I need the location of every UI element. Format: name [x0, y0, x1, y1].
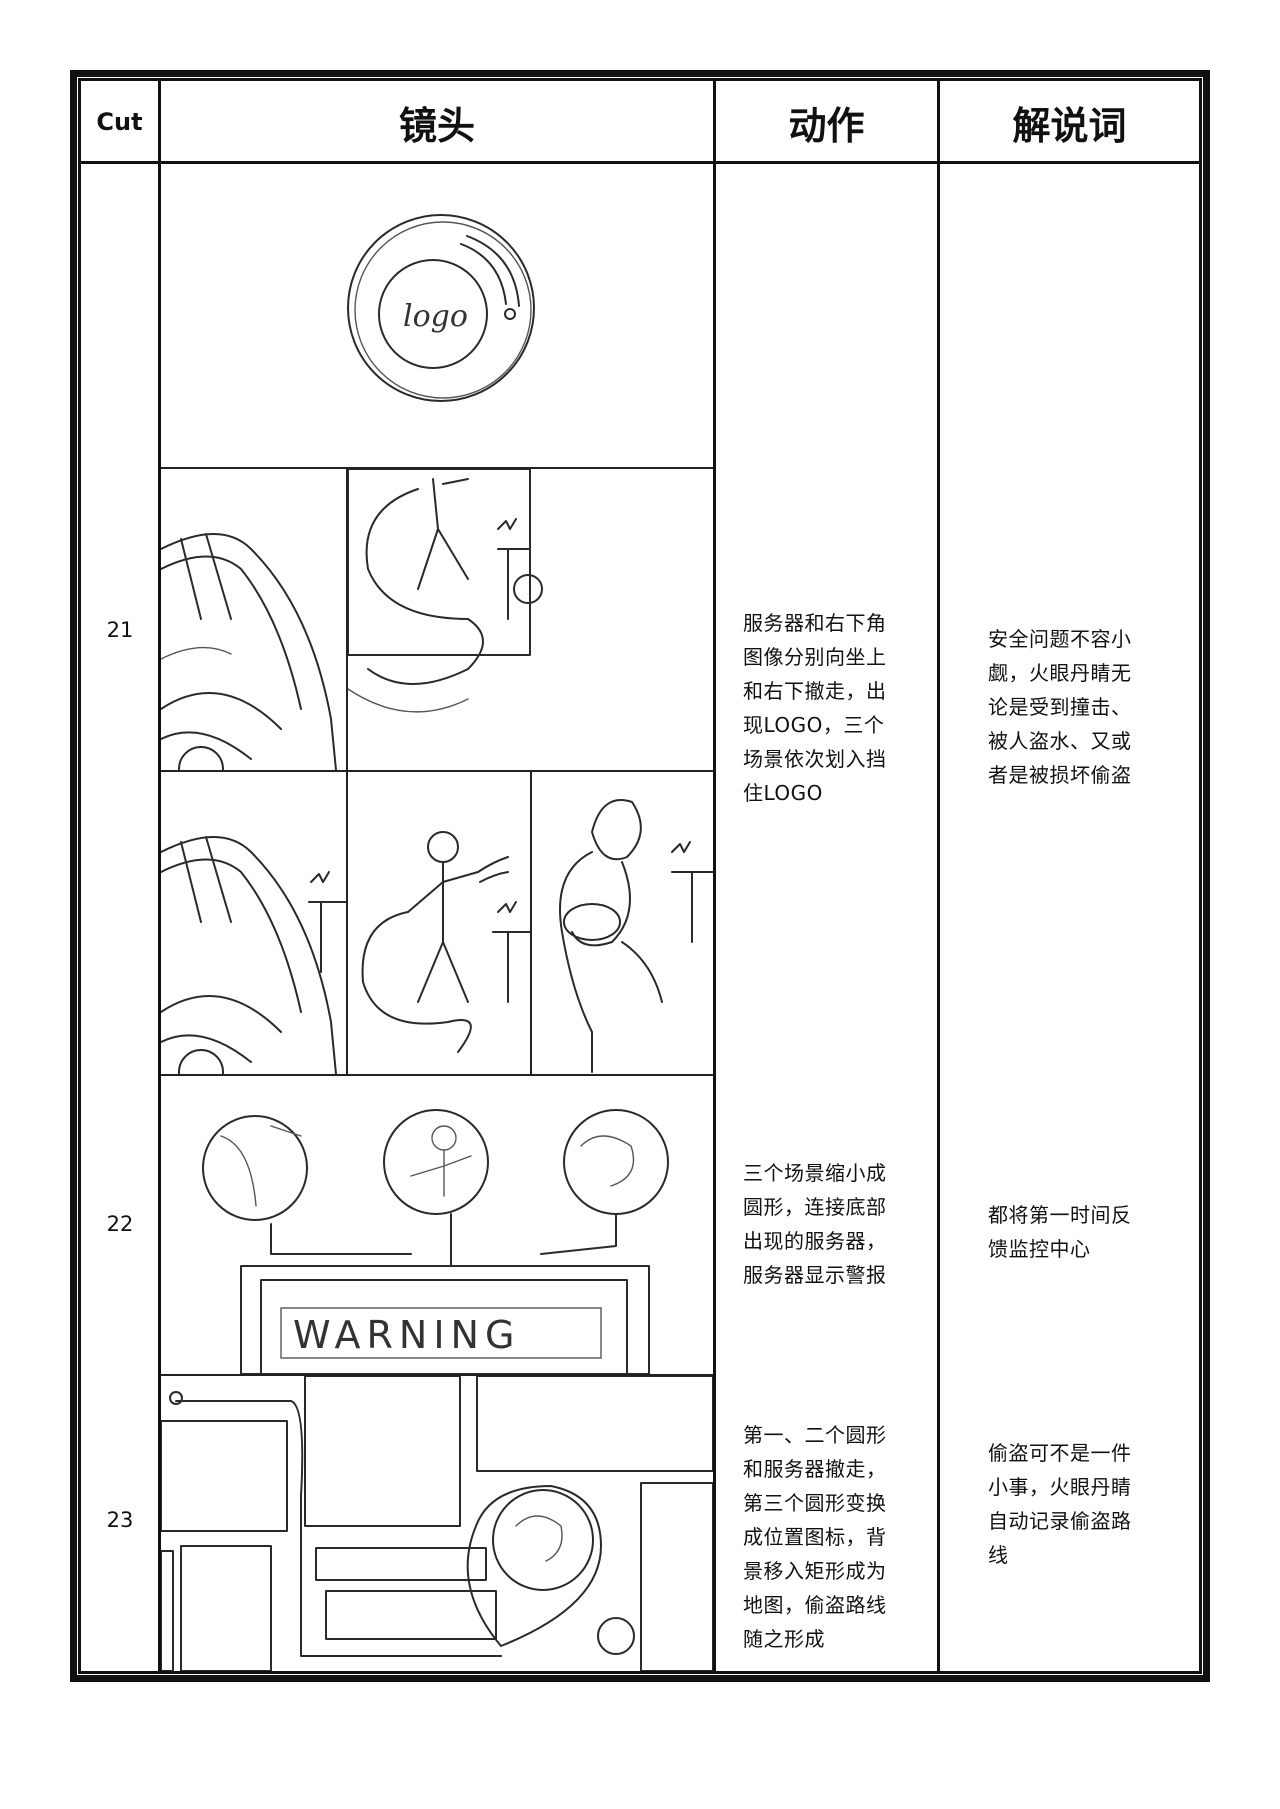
page-border-inner	[78, 78, 1202, 1674]
panel-divider	[161, 1074, 713, 1076]
storyboard-panel-car-2	[161, 772, 348, 1074]
thief-head	[591, 799, 642, 861]
location-pin	[466, 1485, 602, 1647]
figure-head	[427, 831, 459, 863]
action-text-22: 三个场景缩小成 圆形，连接底部 出现的服务器， 服务器显示警报	[743, 1161, 887, 1287]
logo-sketch-text: logo	[403, 299, 468, 334]
action-text-23: 第一、二个圆形 和服务器撤走， 第三个圆形变换 成位置图标，背 景移入矩形成为 …	[743, 1423, 887, 1651]
logo-outer-circle	[347, 214, 535, 402]
column-divider	[713, 81, 716, 1671]
narration-text-21: 安全问题不容小 觑，火眼丹睛无 论是受到撞击、 被人盗水、又或 者是被损坏偷盗	[988, 627, 1132, 787]
header-cut: Cut	[96, 108, 143, 136]
narration-text-22: 都将第一时间反 馈监控中心	[988, 1203, 1132, 1261]
warning-sketch-text: WARNING	[293, 1313, 520, 1357]
page-border-outer	[70, 70, 1210, 1682]
storyboard-panel-figure-2	[348, 772, 532, 1074]
scene-circle-2	[383, 1109, 489, 1215]
column-divider	[158, 81, 161, 1671]
narration-text-23: 偷盗可不是一件 小事，火眼丹睛 自动记录偷盗路 线	[988, 1441, 1132, 1567]
scene-circle-pin	[492, 1489, 594, 1591]
header-shot: 镜头	[398, 103, 475, 148]
server-box	[240, 1265, 650, 1374]
logo-inner-circle	[378, 259, 488, 369]
action-text-21: 服务器和右下角 图像分别向坐上 和右下撤走，出 现LOGO，三个 场景依次划入挡…	[743, 611, 887, 805]
scene-circle-3	[563, 1109, 669, 1215]
panel-divider	[161, 770, 713, 772]
storyboard-panel-thief	[532, 772, 713, 1074]
panel-divider	[161, 467, 713, 469]
scene-circle-1	[202, 1115, 308, 1221]
header-action: 动作	[788, 103, 865, 148]
storyboard-panel-car-1	[161, 469, 348, 770]
column-divider	[937, 81, 940, 1671]
panel-divider	[161, 1374, 713, 1376]
header-rule	[81, 161, 1199, 164]
storyboard-panel-map	[161, 1376, 713, 1671]
cut-number-22: 22	[106, 1212, 134, 1236]
cut-number-21: 21	[106, 618, 134, 642]
cut-number-23: 23	[106, 1508, 134, 1532]
storyboard-panel-logo: logo	[161, 164, 713, 467]
header-narration: 解说词	[1012, 103, 1127, 148]
storyboard-panel-figure-1	[348, 469, 713, 770]
storyboard-panel-warning: WARNING	[161, 1076, 713, 1374]
